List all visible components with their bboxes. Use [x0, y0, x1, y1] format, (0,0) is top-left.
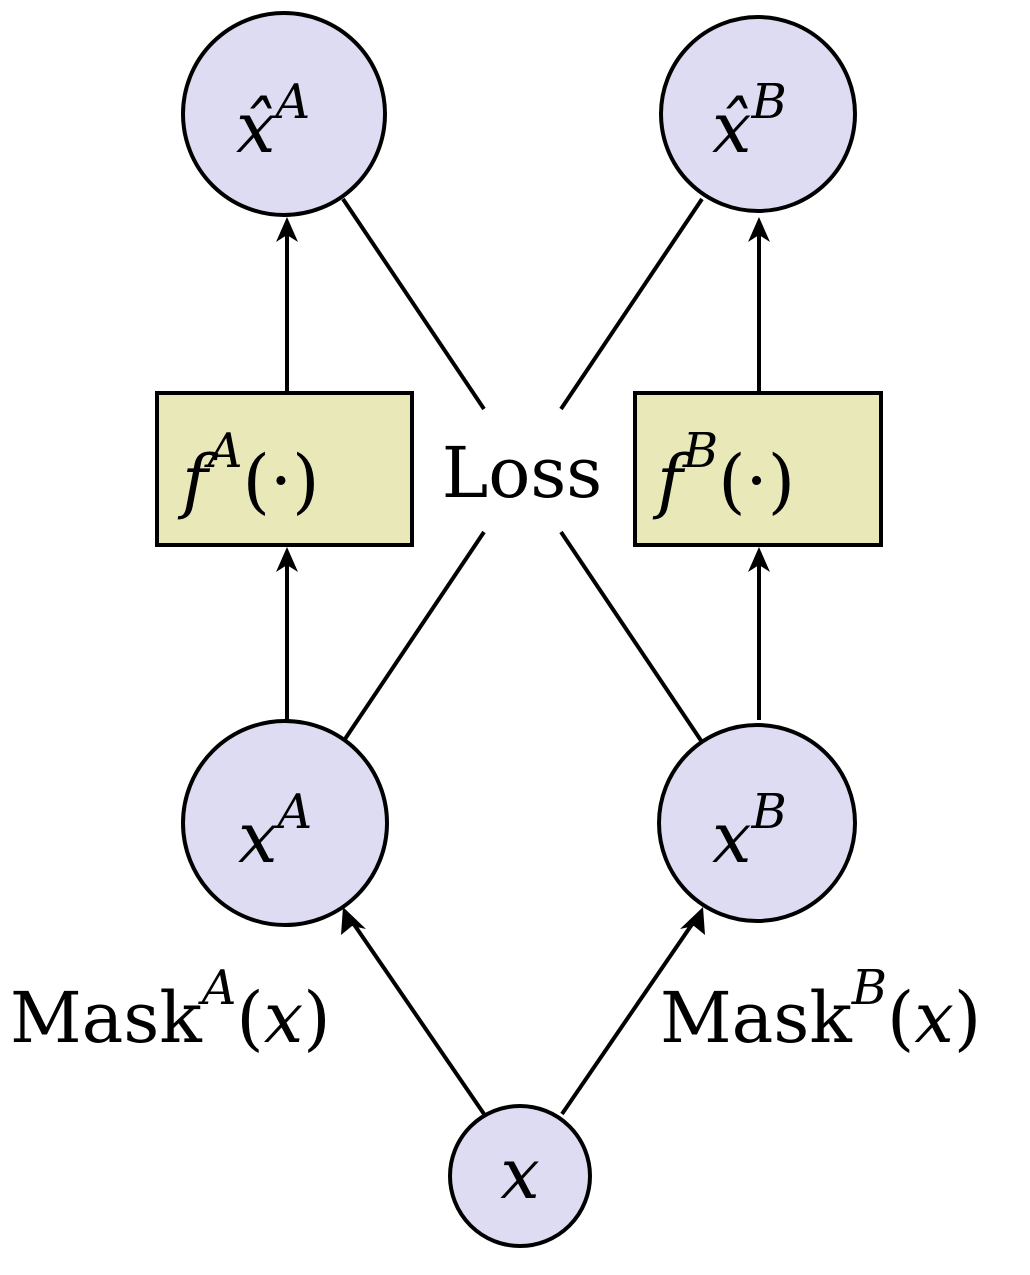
mask-b-name: Mask: [660, 977, 852, 1059]
node-xhat-b: x̂B: [659, 15, 857, 213]
svg-text:xA: xA: [238, 784, 312, 879]
node-xhat-a-base: x̂: [236, 87, 275, 169]
edge-x-to-xa-arrowhead: [341, 907, 366, 935]
mask-b-sup: B: [851, 960, 887, 1016]
mask-a-sup: A: [198, 960, 237, 1016]
edge-loss-xhata: [341, 197, 486, 411]
mask-b-open: (: [887, 977, 914, 1059]
edge-xb-to-fb-arrowhead: [748, 547, 770, 572]
node-f-a: fA(·): [155, 391, 414, 547]
node-f-b: fB(·): [633, 391, 883, 547]
mask-a-open: (: [236, 977, 263, 1059]
node-f-b-arg: (·): [718, 440, 795, 522]
edge-x-to-xb-arrowhead: [680, 907, 705, 935]
edge-loss-xhatb: [559, 197, 704, 411]
node-xhat-b-sup: B: [750, 74, 786, 130]
node-x-b-base: x: [712, 797, 751, 879]
svg-text:x̂B: x̂B: [712, 74, 787, 169]
node-x-a: xA: [181, 719, 389, 927]
loss-label: Loss: [442, 432, 602, 514]
mask-b-arg: x: [914, 977, 953, 1059]
mask-b-close: ): [954, 977, 981, 1059]
svg-text:fB(·): fB(·): [652, 423, 795, 522]
node-f-a-sup: A: [204, 423, 243, 479]
mask-b-label: MaskB(x): [660, 960, 981, 1059]
node-xhat-a: x̂A: [181, 11, 387, 217]
edge-loss-xb: [559, 530, 704, 744]
edge-fb-to-xhatb-arrowhead: [748, 217, 770, 242]
svg-text:x̂A: x̂A: [236, 74, 310, 169]
edge-xa-to-fa-arrowhead: [276, 547, 298, 572]
mask-a-close: ): [303, 977, 330, 1059]
node-f-b-sup: B: [682, 423, 718, 479]
svg-text:xB: xB: [712, 784, 787, 879]
node-xhat-a-sup: A: [271, 74, 310, 130]
edge-x-to-xb: [560, 915, 699, 1116]
node-x-a-base: x: [238, 797, 277, 879]
node-x-b: xB: [657, 723, 857, 923]
edge-x-to-xa: [347, 915, 486, 1116]
edge-loss-xa: [341, 530, 486, 744]
node-xhat-b-base: x̂: [712, 87, 751, 169]
node-x-base: x: [500, 1133, 539, 1215]
node-x-b-sup: B: [750, 784, 786, 840]
edges: [276, 197, 770, 1116]
node-f-a-arg: (·): [243, 440, 320, 522]
node-x-a-sup: A: [273, 784, 312, 840]
mask-a-label: MaskA(x): [10, 960, 331, 1059]
node-x: x: [448, 1104, 592, 1248]
mask-a-arg: x: [264, 977, 303, 1059]
mask-a-name: Mask: [10, 977, 202, 1059]
edge-fa-to-xhata-arrowhead: [276, 217, 298, 242]
